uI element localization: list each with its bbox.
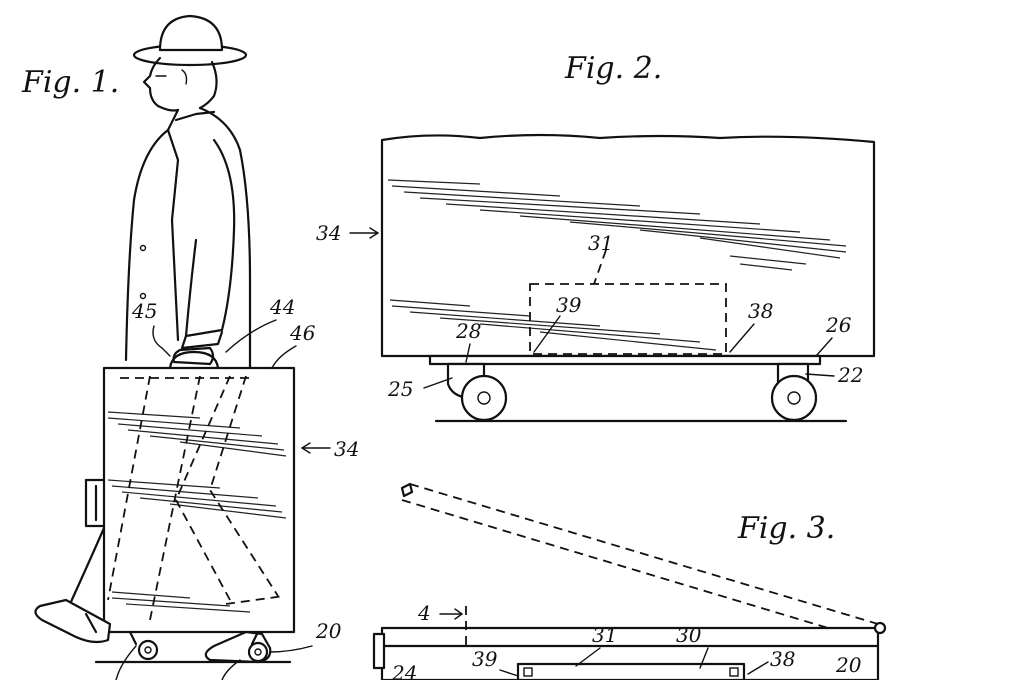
ref-39-fig2: 39 — [556, 293, 582, 317]
figure-3: Fig. 3. 4 31 30 39 38 24 20 — [372, 482, 887, 680]
ref-4-fig3: 4 — [417, 601, 431, 625]
case-fig1 — [84, 366, 296, 634]
case-fig2 — [380, 133, 876, 366]
ref-28-fig2: 28 — [455, 319, 481, 343]
ref-38-fig3: 38 — [770, 647, 795, 671]
ref-45-fig1: 45 — [131, 299, 157, 323]
ref-24-fig3: 24 — [391, 661, 417, 680]
case-wheels-fig1 — [94, 630, 292, 664]
ref-39-fig3: 39 — [472, 647, 498, 671]
ref-34-fig2: 34 — [316, 221, 341, 245]
man-hat — [132, 14, 248, 67]
ref-25-fig2: 25 — [387, 377, 413, 401]
man-body — [124, 106, 252, 372]
fig3-title: Fig. 3. — [737, 511, 835, 546]
case-fig3 — [372, 621, 887, 680]
ref-44-fig1: 44 — [269, 295, 295, 319]
ref-22-fig2: 22 — [837, 363, 863, 387]
figure-2: Fig. 2. — [316, 51, 876, 423]
caster-right-fig2 — [770, 362, 818, 422]
fig2-title: Fig. 2. — [564, 51, 662, 86]
ref-26-fig2: 26 — [825, 313, 852, 337]
ref-20-fig1: 20 — [315, 619, 342, 643]
ref-20-fig3: 20 — [835, 653, 862, 677]
ref-34-fig1: 34 — [334, 437, 359, 461]
open-lid-fig3 — [400, 482, 879, 641]
case-handle — [168, 350, 220, 370]
ref-31-fig2: 31 — [588, 231, 613, 255]
man-hand — [172, 346, 215, 366]
fig1-title: Fig. 1. — [21, 65, 119, 100]
ref-30-fig3: 30 — [676, 623, 702, 647]
ref-31-fig3: 31 — [592, 623, 617, 647]
ref-46-fig1: 46 — [289, 321, 316, 345]
case-hatching — [107, 411, 287, 613]
case-fig2-hatching — [387, 179, 847, 351]
caster-left-fig2 — [446, 362, 508, 422]
figure-1: Fig. 1. — [21, 14, 359, 680]
man-head — [142, 56, 218, 112]
ref-38-fig2: 38 — [748, 299, 773, 323]
